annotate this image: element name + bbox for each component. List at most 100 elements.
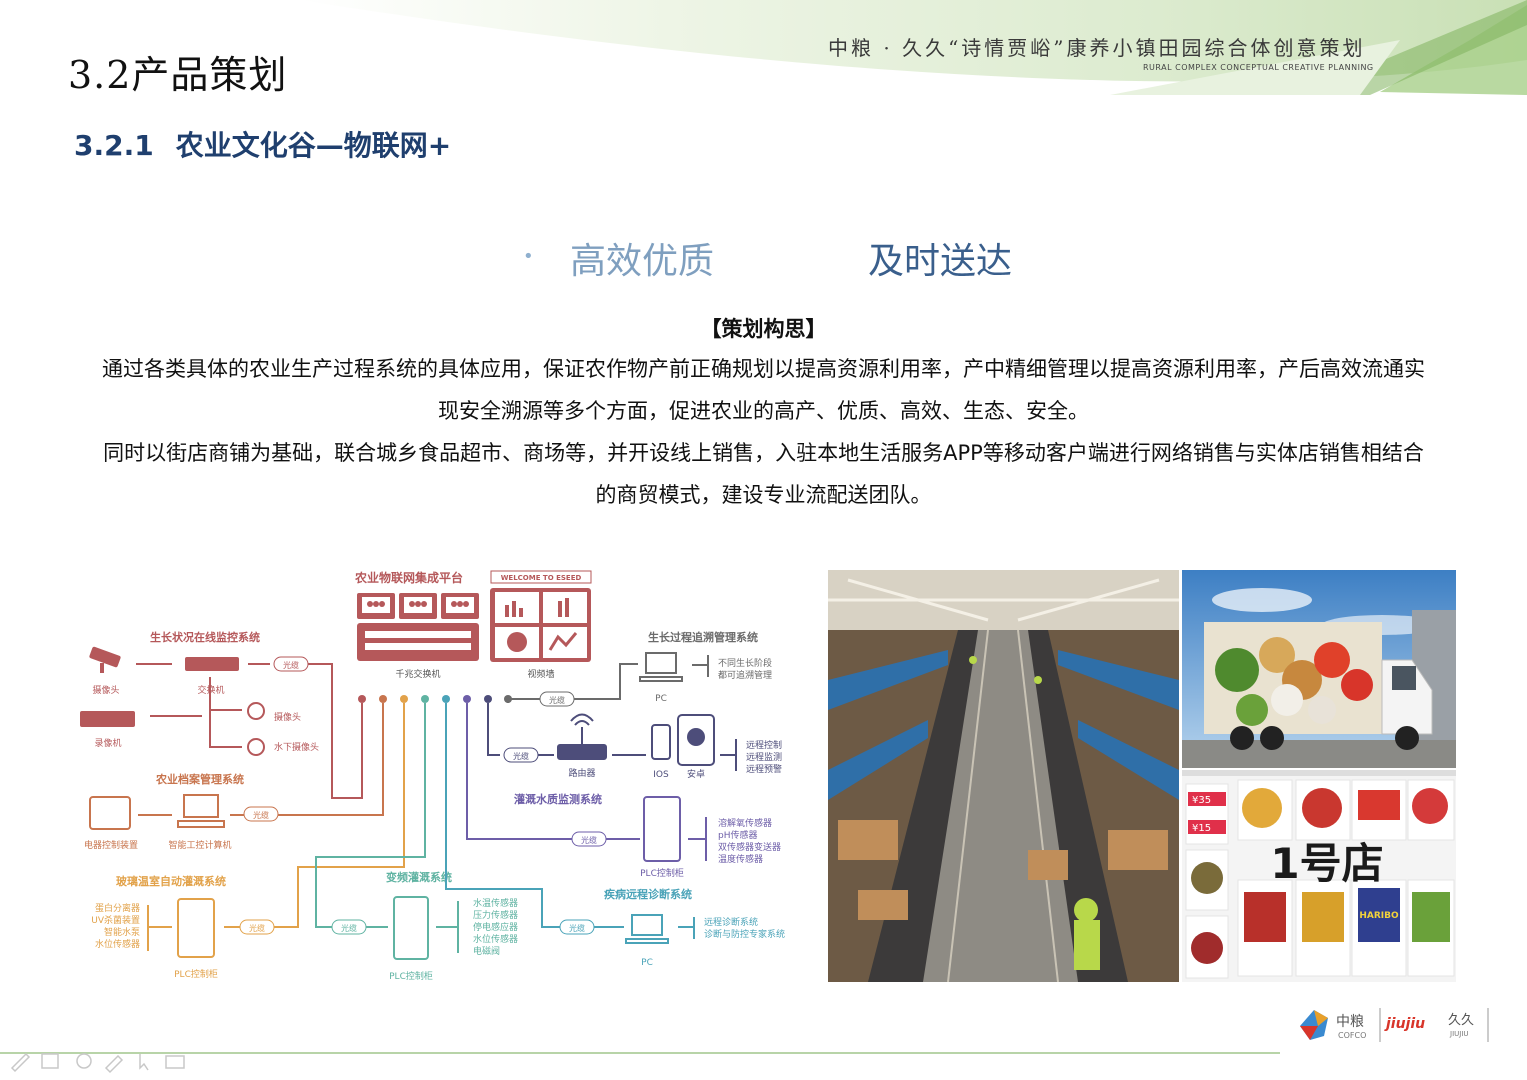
svg-text:光缆: 光缆 [569, 923, 585, 933]
growth-monitor-title: 生长状况在线监控系统 [150, 630, 260, 644]
cofco-logo-icon [1300, 1010, 1328, 1040]
online-store-photo: ¥35 ¥15 HARIBO 1号店 [1182, 770, 1456, 982]
greenhouse-plc-icon [177, 898, 215, 958]
section-title: 农业文化谷—物联网+ [175, 129, 452, 162]
jiujiu-cn: 久久 [1448, 1013, 1474, 1028]
cofco-cn: 中粮 [1336, 1014, 1364, 1030]
router-label: 路由器 [568, 767, 595, 779]
svg-text:远程控制: 远程控制 [746, 739, 782, 751]
greenhouse-plc-label: PLC控制柜 [174, 968, 218, 980]
svg-text:光缆: 光缆 [249, 923, 265, 933]
platform-title: 农业物联网集成平台 [354, 570, 463, 585]
bus-dots [358, 695, 512, 703]
svg-text:远程诊断系统: 远程诊断系统 [704, 916, 758, 928]
ios-phone-icon [651, 724, 671, 760]
svg-text:HARIBO: HARIBO [1359, 911, 1399, 921]
disease-pc-icon [625, 914, 669, 944]
video-icon [165, 1055, 185, 1069]
svg-text:诊断与防控专家系统: 诊断与防控专家系统 [704, 928, 785, 940]
project-title-en: RURAL COMPLEX CONCEPTUAL CREATIVE PLANNI… [1143, 63, 1374, 72]
slide-title: 3.2产品策划 [68, 53, 288, 97]
traceability-title: 生长过程追溯管理系统 [648, 630, 758, 644]
svg-text:电磁阀: 电磁阀 [473, 945, 500, 957]
switch-label: 千兆交换机 [395, 668, 440, 680]
router-icon [557, 713, 607, 760]
svg-text:¥15: ¥15 [1192, 823, 1211, 834]
section-number: 3.2.1 [74, 129, 154, 162]
svg-text:水位传感器: 水位传感器 [473, 933, 518, 945]
concept-heading: 【策划构思】 [700, 317, 827, 341]
recorder-label: 录像机 [94, 737, 121, 749]
pointer-icon [139, 1054, 149, 1071]
section-subtitle: 3.2.1 农业文化谷—物联网+ [74, 124, 451, 164]
android-label: 安卓 [687, 768, 705, 780]
jiujiu-en: JIUJIU [1449, 1030, 1469, 1038]
svg-text:pH传感器: pH传感器 [718, 829, 757, 841]
archive-title: 农业档案管理系统 [155, 772, 244, 786]
camera-icon [89, 646, 121, 673]
svg-text:¥35: ¥35 [1192, 795, 1211, 806]
disease-title: 疾病远程诊断系统 [604, 887, 692, 901]
svg-text:光缆: 光缆 [341, 923, 357, 933]
industrial-pc-icon [177, 794, 225, 828]
svg-text:光缆: 光缆 [283, 660, 299, 670]
svg-text:UV杀菌装置: UV杀菌装置 [91, 914, 140, 926]
svg-text:水位传感器: 水位传感器 [95, 938, 140, 950]
slides-icon [41, 1053, 59, 1069]
water-items: 溶解氧传感器 pH传感器 双传感器变送器 温度传感器 [718, 817, 781, 865]
variable-items: 水温传感器 压力传感器 停电感应器 水位传感器 电磁阀 [473, 897, 518, 957]
camera-label: 摄像头 [92, 684, 119, 696]
svg-text:停电感应器: 停电感应器 [473, 921, 518, 933]
svg-text:双传感器变送器: 双传感器变送器 [718, 841, 781, 853]
bullet-dot: • [523, 246, 534, 267]
svg-text:都可追溯管理: 都可追溯管理 [718, 669, 772, 681]
pen-icon [10, 1052, 31, 1073]
underwater-camera-label: 水下摄像头 [274, 741, 319, 753]
video-wall-icon [490, 588, 591, 662]
variable-plc-icon [393, 896, 429, 960]
svg-text:水温传感器: 水温传感器 [473, 897, 518, 909]
water-plc-icon [643, 796, 681, 862]
switch-icon [357, 623, 479, 661]
control-device-icon [89, 796, 131, 830]
traceability-pc-label: PC [655, 694, 667, 704]
svg-text:溶解氧传感器: 溶解氧传感器 [718, 817, 772, 829]
disease-pc-label: PC [641, 958, 653, 968]
router-items: 远程控制 远程监测 远程预警 [746, 739, 782, 775]
keyword-timely-delivery: 及时送达 [868, 241, 1013, 282]
industrial-pc-label: 智能工控计算机 [168, 839, 231, 851]
traceability-pc-icon [639, 652, 683, 682]
brand-logos: 中粮 COFCO jiujiu 久久 JIUJIU [1300, 1008, 1489, 1042]
variable-plc-label: PLC控制柜 [389, 970, 433, 982]
greenhouse-items: 蛋白分离器 UV杀菌装置 智能水泵 水位传感器 [91, 902, 140, 950]
presentation-toolbar[interactable] [8, 1046, 198, 1074]
svg-text:远程预警: 远程预警 [746, 763, 782, 775]
link-icon [76, 1053, 92, 1069]
svg-text:光缆: 光缆 [581, 835, 597, 845]
svg-text:光缆: 光缆 [513, 751, 529, 761]
svg-text:远程监测: 远程监测 [746, 751, 782, 763]
project-title-cn: 中粮 · 久久“诗情贾峪”康养小镇田园综合体创意策划 [828, 36, 1366, 60]
underwater-camera-icon [247, 738, 265, 756]
svg-text:光缆: 光缆 [253, 810, 269, 820]
android-tablet-icon [677, 714, 715, 766]
control-device-label: 电器控制装置 [84, 839, 138, 851]
svg-text:光缆: 光缆 [549, 695, 565, 705]
delivery-truck-photo [1182, 570, 1456, 768]
iot-system-diagram: 农业物联网集成平台 WELCOME TO ESEED 千兆交换机 视频墙 [80, 570, 785, 982]
cofco-en: COFCO [1338, 1031, 1366, 1040]
svg-text:压力传感器: 压力传感器 [473, 909, 518, 921]
svg-text:不同生长阶段: 不同生长阶段 [718, 657, 772, 669]
water-quality-title: 灌溉水质监测系统 [514, 792, 602, 806]
svg-text:蛋白分离器: 蛋白分离器 [95, 902, 140, 914]
camera2-icon [247, 702, 265, 720]
water-plc-label: PLC控制柜 [640, 867, 684, 879]
bottom-divider [0, 1052, 1280, 1054]
concept-paragraph-1: 通过各类具体的农业生产过程系统的具体应用，保证农作物产前正确规划以提高资源利用率… [102, 357, 1425, 423]
header-decoration [300, 0, 1527, 95]
svg-text:温度传感器: 温度传感器 [718, 853, 763, 865]
greenhouse-title: 玻璃温室自动灌溉系统 [116, 874, 226, 888]
switch-device-icon [185, 657, 239, 671]
concept-paragraph-2: 同时以街店商铺为基础，联合城乡食品超市、商场等，并开设线上销售，入驻本地生活服务… [103, 441, 1424, 507]
keyword-efficient-quality: 高效优质 [570, 241, 715, 282]
